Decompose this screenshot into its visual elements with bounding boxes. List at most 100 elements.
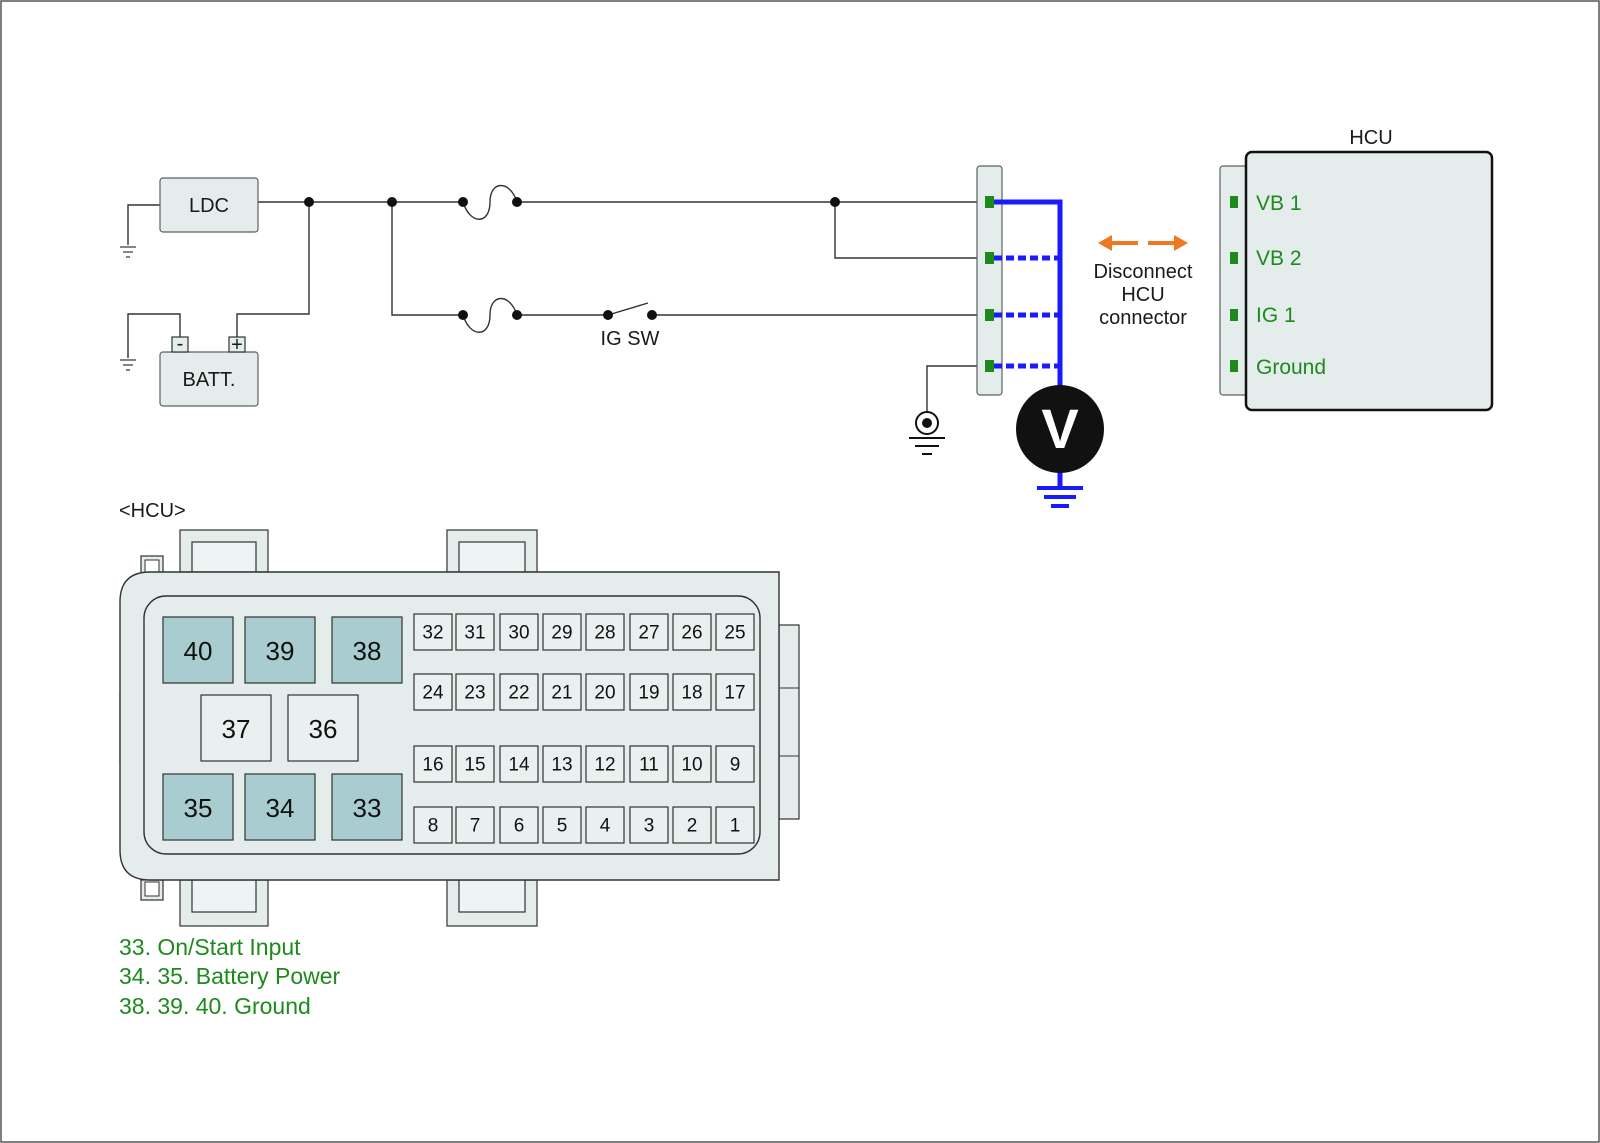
right-arrow-icon	[1148, 235, 1188, 251]
cavity-34: 34	[244, 773, 316, 841]
battery-label: BATT.	[183, 369, 236, 391]
probe-wires	[994, 199, 1083, 508]
cavity-27: 27	[629, 613, 669, 651]
junction-dot	[458, 310, 468, 320]
hcu-module-title: HCU	[1349, 127, 1392, 149]
cavity-14: 14	[499, 745, 539, 783]
junction-dot	[304, 197, 314, 207]
cavity-label: 31	[464, 623, 485, 644]
cavity-label: 6	[514, 816, 525, 837]
legend-line-2: 34. 35. Battery Power	[119, 963, 341, 989]
cavity-23: 23	[455, 673, 495, 711]
cavity-32: 32	[413, 613, 453, 651]
cavity-33: 33	[331, 773, 403, 841]
cavity-label: 8	[428, 816, 439, 837]
junction-dot	[387, 197, 397, 207]
cavity-9: 9	[715, 745, 755, 783]
cavity-15: 15	[455, 745, 495, 783]
cavity-12: 12	[585, 745, 625, 783]
disconnect-note-line-2: HCU	[1121, 284, 1164, 306]
disconnect-note: Disconnect HCU connector	[1094, 235, 1193, 329]
fuse-2-icon	[462, 298, 518, 333]
cavity-20: 20	[585, 673, 625, 711]
cavity-label: 4	[600, 816, 611, 837]
junction-dot	[830, 197, 840, 207]
cavity-label: 29	[551, 623, 572, 644]
legend-line-1: 33. On/Start Input	[119, 934, 301, 960]
connector-view-title: <HCU>	[119, 500, 186, 522]
cavity-40: 40	[162, 616, 234, 684]
cavity-label: 30	[508, 623, 529, 644]
cavity-label: 2	[687, 816, 698, 837]
hcu-pin-ground: Ground	[1256, 356, 1326, 379]
fuse-1-icon	[462, 185, 518, 220]
cavity-label: 22	[508, 683, 529, 704]
junction-dot	[512, 310, 522, 320]
cavity-label: 28	[594, 623, 615, 644]
battery-minus-label: -	[177, 333, 184, 355]
pin-legend: 33. On/Start Input 34. 35. Battery Power…	[119, 934, 341, 1019]
cavity-31: 31	[455, 613, 495, 651]
left-arrow-icon	[1098, 235, 1138, 251]
cavity-7: 7	[455, 806, 495, 844]
cavity-19: 19	[629, 673, 669, 711]
cavity-label: 24	[422, 683, 444, 704]
cavity-38: 38	[331, 616, 403, 684]
cavity-label: 18	[681, 683, 702, 704]
junction-dot	[458, 197, 468, 207]
cavity-label: 13	[551, 755, 572, 776]
cavity-label: 32	[422, 623, 443, 644]
cavity-35: 35	[162, 773, 234, 841]
cavity-label: 11	[639, 755, 659, 776]
ldc-label: LDC	[189, 195, 229, 217]
ground-symbol-battery	[120, 359, 136, 371]
ig-switch-label: IG SW	[601, 328, 660, 350]
cavity-label: 10	[681, 755, 702, 776]
cavity-16: 16	[413, 745, 453, 783]
cavity-4: 4	[585, 806, 625, 844]
cavity-30: 30	[499, 613, 539, 651]
cavity-5: 5	[542, 806, 582, 844]
hcu-module: HCU VB 1 VB 2 IG 1 Ground	[1219, 127, 1494, 412]
ig-switch-icon	[607, 302, 649, 316]
cavity-label: 7	[470, 816, 481, 837]
cavity-3: 3	[629, 806, 669, 844]
hcu-pin-vb1: VB 1	[1256, 192, 1302, 215]
cavity-22: 22	[499, 673, 539, 711]
cavity-label: 12	[594, 755, 615, 776]
cavity-label: 36	[309, 714, 338, 744]
cavity-11: 11	[629, 745, 669, 783]
cavity-label: 19	[638, 683, 659, 704]
cavity-17: 17	[715, 673, 755, 711]
ldc-block: LDC	[159, 177, 259, 233]
cavity-label: 1	[730, 816, 741, 837]
disconnect-note-line-3: connector	[1099, 307, 1187, 329]
wiring	[120, 185, 985, 455]
cavity-37: 37	[200, 694, 272, 762]
cavity-label: 26	[681, 623, 702, 644]
cavity-label: 3	[644, 816, 655, 837]
cavity-label: 21	[551, 683, 572, 704]
ground-symbol-ldc	[120, 246, 136, 258]
cavity-1: 1	[715, 806, 755, 844]
cavity-28: 28	[585, 613, 625, 651]
cavity-25: 25	[715, 613, 755, 651]
cavity-29: 29	[542, 613, 582, 651]
hcu-pin-vb2: VB 2	[1256, 247, 1302, 270]
cavity-label: 38	[353, 636, 382, 666]
cavity-label: 33	[353, 793, 382, 823]
legend-line-3: 38. 39. 40. Ground	[119, 993, 311, 1019]
voltmeter-icon: V	[1016, 385, 1104, 473]
cavity-8: 8	[413, 806, 453, 844]
cavity-6: 6	[499, 806, 539, 844]
chassis-ground-icon	[909, 411, 945, 455]
cavity-label: 25	[724, 623, 745, 644]
cavity-label: 40	[184, 636, 213, 666]
cavity-label: 39	[266, 636, 295, 666]
cavity-label: 37	[222, 714, 251, 744]
battery-block: - + BATT.	[159, 333, 259, 407]
battery-plus-label: +	[231, 334, 243, 356]
cavity-2: 2	[672, 806, 712, 844]
